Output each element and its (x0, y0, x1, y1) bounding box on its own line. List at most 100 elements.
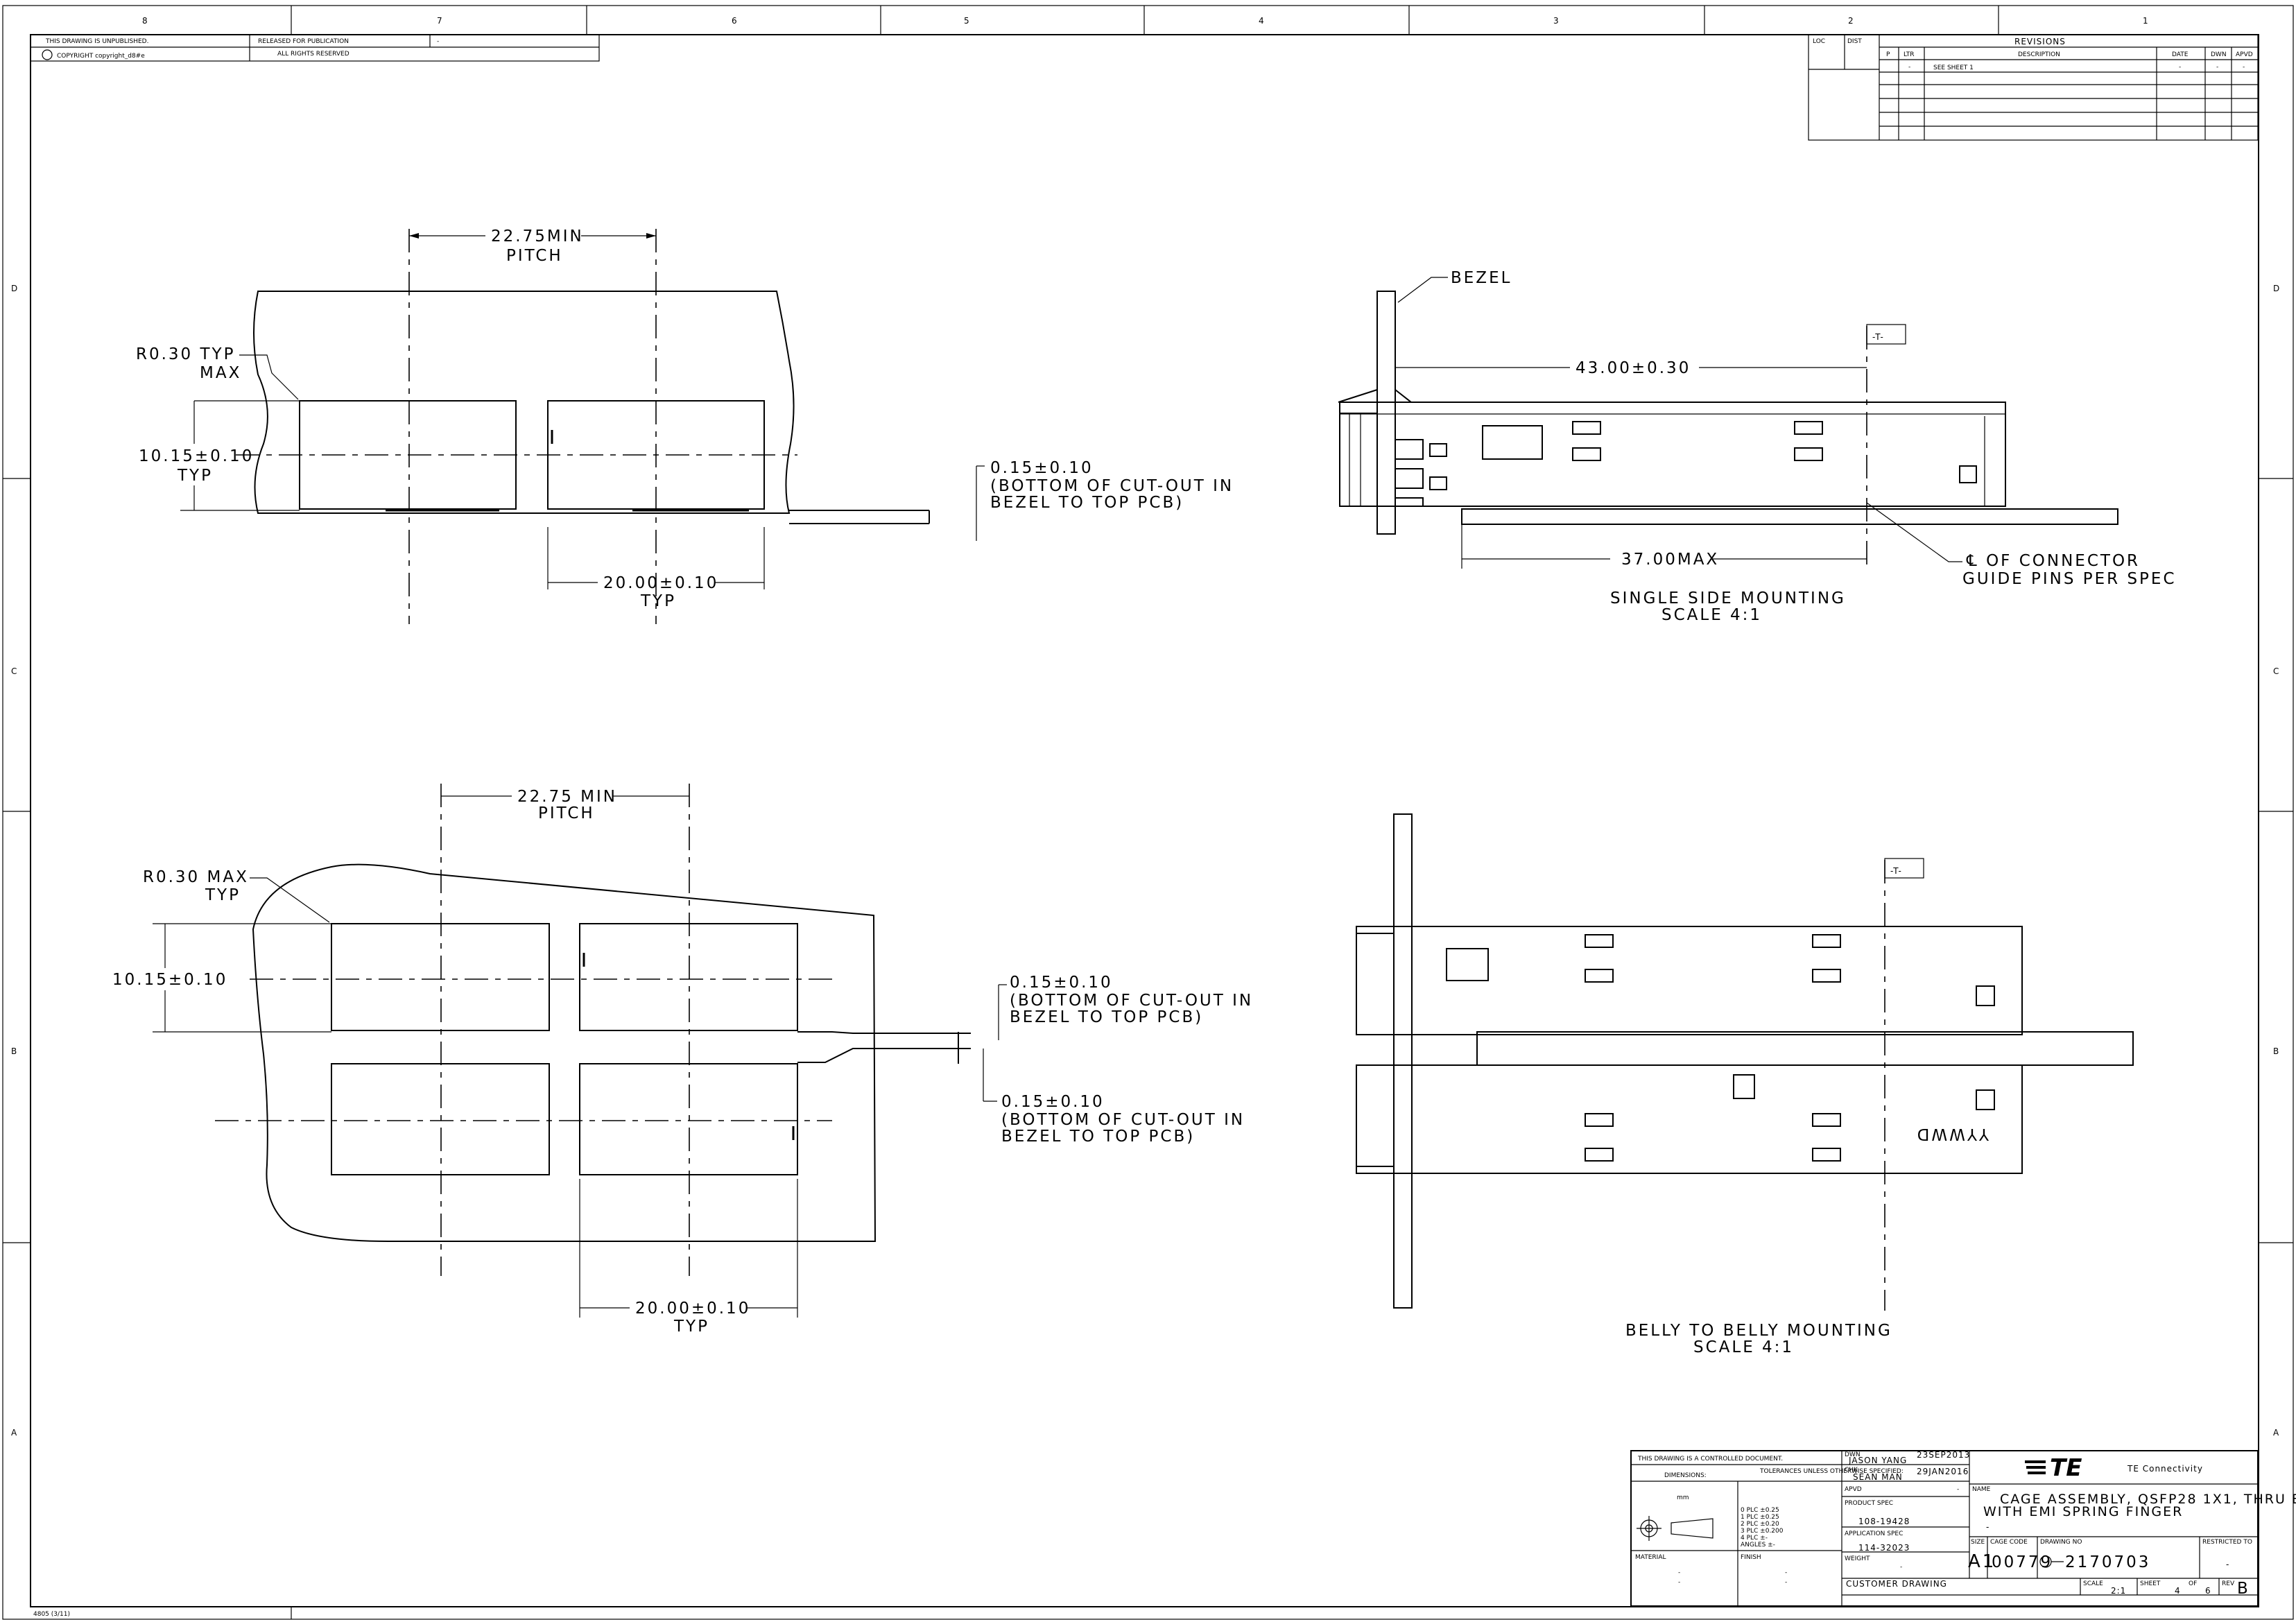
size-value: A1 (1968, 1551, 1996, 1572)
pitch-value: 22.75 MIN (517, 788, 617, 806)
radius-label: MAX (200, 364, 241, 382)
offset-value: 0.15±0.10 (990, 459, 1094, 477)
zone-label: D (2273, 284, 2280, 293)
release-dash: - (437, 38, 439, 45)
name-label: NAME (1972, 1486, 1991, 1493)
sheet-label: SHEET (2140, 1580, 2161, 1587)
rev-row-ltr: - (1908, 64, 1910, 71)
radius-value: R0.30 TYP (136, 345, 235, 363)
bezel-outline (253, 291, 795, 514)
zone-labels: 8 7 6 5 4 3 2 1 D D C C B B A A (11, 16, 2280, 1438)
rev-row-date: - (2179, 64, 2181, 71)
cage-code: 00779 (1992, 1553, 2053, 1571)
offset-top-note-2: BEZEL TO TOP PCB) (1010, 1008, 1203, 1026)
zone-label: 3 (1553, 16, 1560, 26)
material-value-2: - (1678, 1579, 1680, 1586)
drawing-name-2: WITH EMI SPRING FINGER (1983, 1504, 2183, 1519)
pitch-label: PITCH (506, 247, 563, 265)
rights-note: ALL RIGHTS RESERVED (277, 51, 349, 58)
outer-frame (2, 5, 2294, 1620)
offset-top-value: 0.15±0.10 (1010, 974, 1113, 992)
rev-value: B (2237, 1580, 2250, 1598)
cutout-lower-left (331, 1063, 550, 1175)
units-value: mm (1677, 1494, 1689, 1501)
rev-title: REVISIONS (2014, 37, 2066, 46)
controlled-note: THIS DRAWING IS A CONTROLLED DOCUMENT. (1637, 1456, 1783, 1463)
bezel-outline (252, 863, 877, 1242)
cl-note-2: GUIDE PINS PER SPEC (1962, 570, 2177, 588)
tol-row: 3 PLC ±0.200 (1741, 1528, 1784, 1535)
te-logo-text: TE (2050, 1454, 2082, 1482)
offset-top-note-1: (BOTTOM OF CUT-OUT IN (1010, 992, 1253, 1010)
restricted-value: - (2226, 1560, 2229, 1569)
header-strip: THIS DRAWING IS UNPUBLISHED. RELEASED FO… (30, 34, 600, 62)
view-bezel-cutout-single: 22.75MIN PITCH R0.30 TYP MAX 10.15±0.10 … (136, 227, 1232, 624)
copyright-note: COPYRIGHT copyright_d8#e (57, 53, 145, 60)
scale-label: SCALE (2083, 1580, 2103, 1587)
drawing-name-dash: - (1986, 1522, 1989, 1532)
tol-row: 2 PLC ±0.20 (1741, 1521, 1779, 1528)
zone-label: D (11, 284, 18, 293)
unpublished-note: THIS DRAWING IS UNPUBLISHED. (45, 38, 148, 45)
rev-col-ltr: LTR (1904, 51, 1915, 58)
app-spec: 114-32023 (1858, 1543, 1910, 1553)
width-value: 20.00±0.10 (603, 574, 718, 592)
rev-row-apvd: - (2243, 64, 2245, 71)
radius-label: TYP (205, 886, 241, 904)
of-value: 6 (2205, 1586, 2211, 1596)
datum-t: -T- (1890, 866, 1902, 876)
release-note: RELEASED FOR PUBLICATION (258, 38, 349, 45)
rev-col-dwn: DWN (2211, 51, 2227, 58)
height-value: 10.15±0.10 (139, 447, 254, 465)
customer-drawing: CUSTOMER DRAWING (1846, 1579, 1947, 1589)
product-spec: 108-19428 (1858, 1517, 1910, 1526)
cage-code-label: CAGE CODE (1990, 1539, 2028, 1546)
pcb (1461, 508, 2118, 525)
tol-row: 0 PLC ±0.25 (1741, 1507, 1779, 1514)
pcb (1476, 1031, 2134, 1066)
cutout-upper-left (331, 923, 550, 1031)
finish-label: FINISH (1741, 1554, 1761, 1561)
height-label: TYP (177, 467, 213, 485)
pitch-label: PITCH (538, 804, 595, 822)
max-length-dim: 37.00MAX (1621, 551, 1719, 569)
te-logo-icon: TE (2025, 1454, 2082, 1482)
cage-body (1339, 402, 2006, 507)
rev-col-desc: DESCRIPTION (2018, 51, 2060, 58)
tolerances-label: TOLERANCES UNLESS OTHERWISE SPECIFIED: (1759, 1468, 1904, 1475)
zone-label: 4 (1259, 16, 1265, 26)
bezel-plate (1376, 291, 1396, 535)
finish-value: - (1785, 1569, 1787, 1576)
rev-label: REV (2222, 1580, 2235, 1587)
bezel-plate (1393, 813, 1413, 1309)
length-dim: 43.00±0.30 (1576, 359, 1691, 377)
tol-row: 4 PLC ±- (1741, 1535, 1768, 1542)
form-code: 4805 (3/11) (33, 1611, 70, 1618)
zone-label: B (2273, 1046, 2279, 1056)
projection-symbol-icon (1637, 1516, 1714, 1541)
zone-label: C (2273, 666, 2279, 676)
drawing-no: 2170703 (2065, 1553, 2150, 1571)
dwn-name: JASON YANG (1848, 1456, 1907, 1465)
drawing-name-1: CAGE ASSEMBLY, QSFP28 1X1, THRU BEZEL (2000, 1492, 2296, 1507)
bezel-label: BEZEL (1451, 269, 1512, 287)
finish-value-2: - (1785, 1579, 1787, 1586)
drawing-no-label: DRAWING NO (2040, 1539, 2082, 1546)
tol-row: 1 PLC ±0.25 (1741, 1514, 1779, 1521)
rev-col-date: DATE (2172, 51, 2189, 58)
restricted-label: RESTRICTED TO (2202, 1539, 2252, 1546)
rev-dist-label: DIST (1847, 38, 1862, 45)
offset-bottom-note-2: BEZEL TO TOP PCB) (1001, 1128, 1195, 1146)
offset-bottom-value: 0.15±0.10 (1001, 1093, 1105, 1111)
dimensions-label: DIMENSIONS: (1664, 1472, 1707, 1479)
material-value: - (1678, 1569, 1680, 1576)
material-label: MATERIAL (1635, 1554, 1666, 1561)
zone-label: 2 (1848, 16, 1854, 26)
view-caption: BELLY TO BELLY MOUNTING (1625, 1322, 1892, 1340)
apvd-value: - (1957, 1486, 1959, 1493)
zone-dividers (3, 6, 2293, 1619)
copyright-icon (42, 49, 53, 60)
weight-label: WEIGHT (1845, 1555, 1870, 1562)
rev-loc-label: LOC (1813, 38, 1825, 45)
